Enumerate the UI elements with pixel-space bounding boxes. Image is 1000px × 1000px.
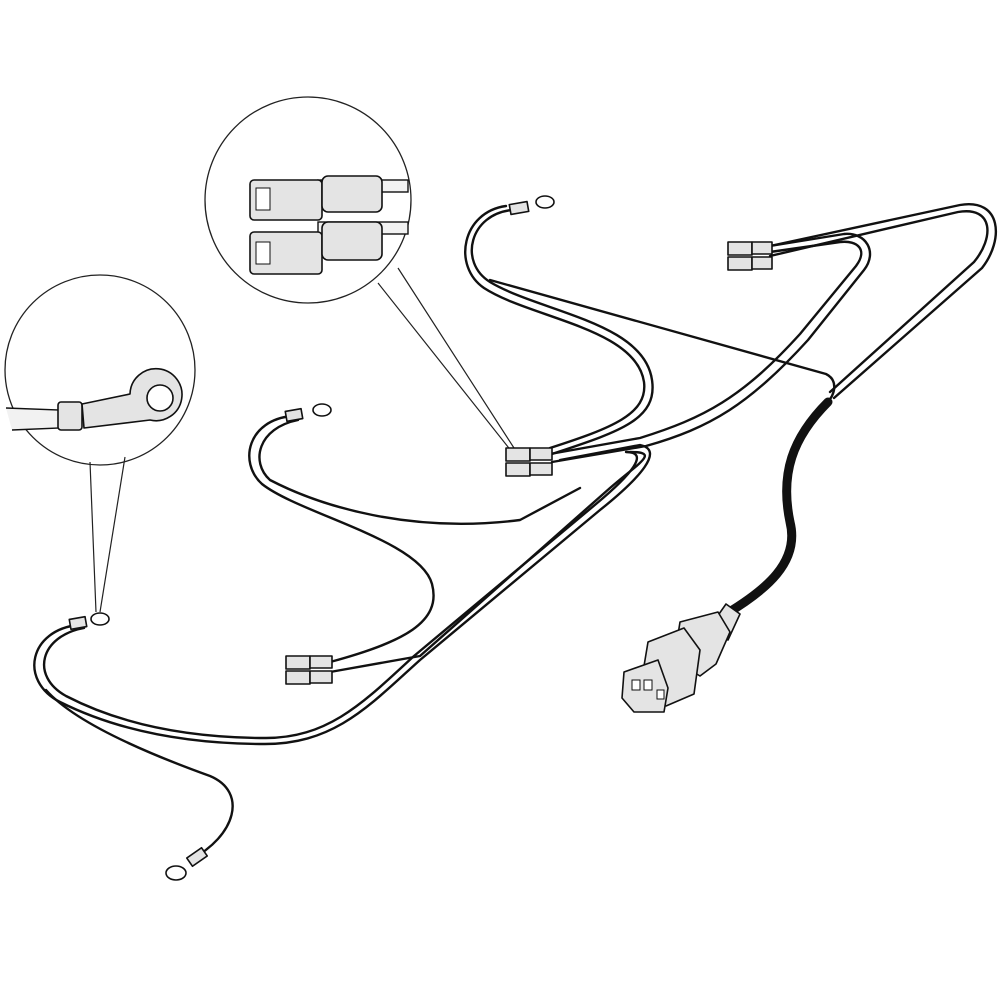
ring-terminal-icon	[165, 846, 209, 881]
ring-terminal-icon	[68, 612, 110, 631]
detail-inset-ring-terminal	[4, 274, 196, 613]
wires	[33, 203, 997, 862]
spade-connector-pair-right	[727, 241, 773, 271]
ring-terminal-icon	[284, 403, 332, 423]
spade-connector-pair-left	[285, 655, 333, 685]
ring-terminal-icon	[508, 195, 555, 216]
spade-connectors	[285, 241, 773, 685]
detail-inset-spade-connectors	[204, 96, 515, 453]
iec-power-connector-icon	[621, 603, 741, 713]
ring-terminals	[68, 195, 555, 881]
spade-connector-pair-center	[505, 447, 553, 477]
ring-terminal-icon	[81, 367, 183, 429]
